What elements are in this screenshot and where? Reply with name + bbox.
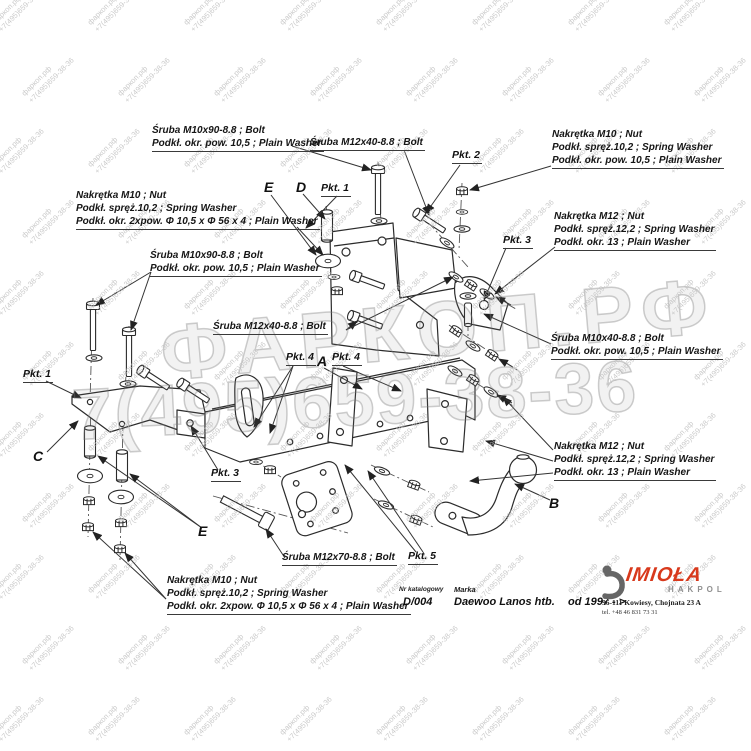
callout-nut-m12-right-top: Nakrętka M12 ; Nut Podkł. spręż.12,2 ; S… [554,210,717,251]
ball-hook [434,454,538,536]
callout-line: Podkł. spręż.10,2 ; Spring Washer [167,588,328,599]
callout-line: Podkł. spręż.12,2 ; Spring Washer [554,454,715,465]
callout-line: Śruba M12x70-8.8 ; Bolt [282,552,395,563]
letter-e-bottom: E [198,523,208,539]
callout-line: Podkł. okr. 2xpow. Φ 10,5 x Φ 56 x 4 ; P… [76,216,318,227]
right-bracket [453,276,509,331]
towbar-hook-icon [602,565,625,600]
callout-bolt-m12x70: Śruba M12x70-8.8 ; Bolt [282,551,397,566]
callout-line: Nakrętka M10 ; Nut [76,190,167,201]
leader-lines [45,145,556,600]
manufacturer-logo: IMIOŁA HAKPOL 96-111 Kowiesy, Chojnata 2… [596,556,746,620]
callout-line: Podkł. okr. 13 ; Plain Washer [554,237,690,248]
brand-label: Marka [454,585,476,594]
marker-pkt2: Pkt. 2 [452,149,483,164]
logo-name: IMIOŁA [624,564,704,586]
marker-pkt4-left: Pkt. 4 [286,351,317,366]
callout-line: Podkł. spręż.10,2 ; Spring Washer [76,203,237,214]
strut-right [426,388,468,453]
callout-line: Podkł. spręż.12,2 ; Spring Washer [554,224,715,235]
marker-pkt3-right: Pkt. 3 [503,234,534,249]
callout-line: Śruba M10x90-8.8 ; Bolt [152,125,265,136]
callout-line: Podkł. okr. pow. 10,5 ; Plain Washer [551,346,721,357]
callout-line: Podkł. okr. pow. 10,5 ; Plain Washer [152,138,322,149]
manufacturer-address: 96-111 Kowiesy, Chojnata 23 A [602,598,701,607]
callout-line: Śruba M12x40-8.8 ; Bolt [310,137,423,148]
logo-subname: HAKPOL [668,585,726,594]
callout-bolt-m10x90-top: Śruba M10x90-8.8 ; Bolt Podkł. okr. pow.… [152,124,324,152]
callout-nut-m10-right: Nakrętka M10 ; Nut Podkł. spręż.10,2 ; S… [552,128,724,169]
callout-line: Nakrętka M12 ; Nut [554,441,645,452]
callout-bolt-m10x90-mid: Śruba M10x90-8.8 ; Bolt Podkł. okr. pow.… [150,249,322,277]
callout-bolt-m12x40-top: Śruba M12x40-8.8 ; Bolt [310,136,425,151]
callout-line: Nakrętka M12 ; Nut [554,211,645,222]
letter-e-top: E [264,179,274,195]
letter-a: A [317,353,328,369]
callout-line: Podkł. okr. 13 ; Plain Washer [554,467,690,478]
marker-pkt4-right: Pkt. 4 [332,351,363,366]
catalog-number-label: Nr katalogowy [399,586,444,593]
callout-line: Podkł. okr. pow. 10,5 ; Plain Washer [552,155,722,166]
strut-left [327,367,358,447]
callout-line: Nakrętka M10 ; Nut [167,575,258,586]
callout-nut-m12-right-bottom: Nakrętka M12 ; Nut Podkł. spręż.12,2 ; S… [554,440,717,481]
upper-bracket [329,222,457,357]
callout-line: Nakrętka M10 ; Nut [552,129,643,140]
ball-backplate [281,461,353,537]
callout-nut-m10-left: Nakrętka M10 ; Nut Podkł. spręż.10,2 ; S… [76,189,320,230]
marker-pkt3-left: Pkt. 3 [211,467,242,482]
marker-pkt1-top: Pkt. 1 [321,182,352,197]
bolt-m12x70 [219,495,275,531]
callout-bolt-m12x40-mid: Śruba M12x40-8.8 ; Bolt [213,320,328,335]
letter-d: D [296,179,307,195]
callout-line: Śruba M10x40-8.8 ; Bolt [551,333,664,344]
manufacturer-phone: tel. +48 46 831 73 31 [602,609,658,616]
letter-b: B [549,495,560,511]
callout-line: Śruba M12x40-8.8 ; Bolt [213,321,326,332]
marker-pkt5: Pkt. 5 [408,550,439,565]
letter-c: C [33,448,44,464]
catalog-number-value: D/004 [403,596,433,608]
fasteners [76,164,501,554]
callout-line: Podkł. spręż.10,2 ; Spring Washer [552,142,713,153]
brand-value: Daewoo Lanos htb. [454,596,555,608]
callout-line: Podkł. okr. 2xpow. Φ 10,5 x Φ 56 x 4 ; P… [167,601,409,612]
marker-pkt1-left: Pkt. 1 [23,368,54,383]
callout-bolt-m10x40-right: Śruba M10x40-8.8 ; Bolt Podkł. okr. pow.… [551,332,723,360]
callout-line: Śruba M10x90-8.8 ; Bolt [150,250,263,261]
callout-line: Podkł. okr. pow. 10,5 ; Plain Washer [150,263,320,274]
callout-nut-m10-bottom: Nakrętka M10 ; Nut Podkł. spręż.10,2 ; S… [167,574,411,615]
